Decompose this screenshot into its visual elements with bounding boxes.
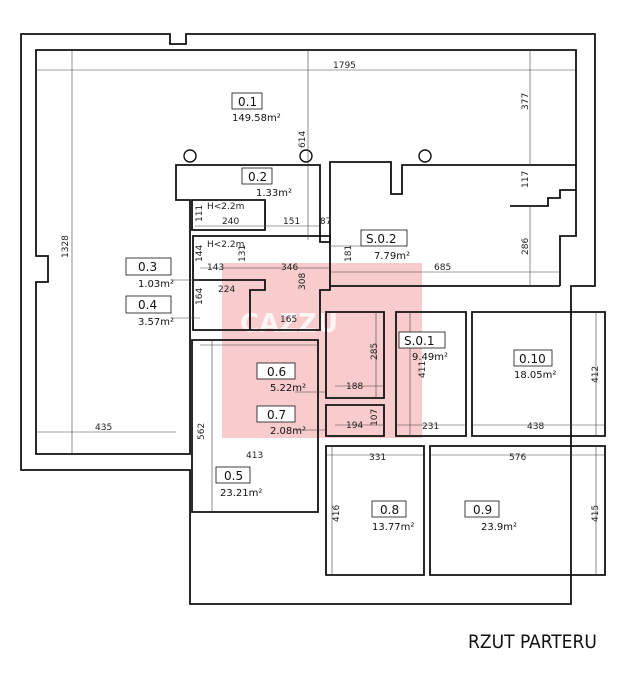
height-note: H<2.2m bbox=[207, 240, 244, 250]
dim-117: 117 bbox=[521, 171, 531, 188]
dim-111: 111 bbox=[195, 205, 205, 222]
svg-text:0.8: 0.8 bbox=[380, 503, 399, 517]
dim-416: 416 bbox=[332, 505, 342, 522]
column-icon bbox=[418, 149, 432, 163]
svg-text:149.58m²: 149.58m² bbox=[232, 113, 281, 124]
svg-text:0.6: 0.6 bbox=[267, 365, 286, 379]
svg-text:0.10: 0.10 bbox=[519, 352, 546, 366]
svg-text:0.4: 0.4 bbox=[138, 298, 157, 312]
room-label-01: 0.1 149.58m² bbox=[231, 92, 281, 124]
dim-435: 435 bbox=[95, 423, 112, 433]
room-label-09: 0.9 23.9m² bbox=[464, 500, 517, 533]
dim-107: 107 bbox=[370, 409, 380, 426]
room-label-07: 0.7 2.08m² bbox=[256, 405, 306, 437]
dim-194: 194 bbox=[346, 421, 363, 431]
dim-87: 87 bbox=[320, 217, 331, 227]
room-label-s02: S.0.2 7.79m² bbox=[360, 229, 410, 262]
room-09-walls bbox=[429, 445, 606, 576]
svg-text:1.33m²: 1.33m² bbox=[256, 188, 292, 199]
room-06-walls bbox=[325, 311, 385, 399]
dim-346: 346 bbox=[281, 263, 298, 273]
room-08-walls bbox=[325, 445, 425, 576]
dim-1795: 1795 bbox=[333, 61, 356, 71]
room-label-06: 0.6 5.22m² bbox=[256, 362, 306, 394]
dim-685: 685 bbox=[434, 263, 451, 273]
dim-331: 331 bbox=[369, 453, 386, 463]
room-05-walls bbox=[191, 339, 319, 513]
outer-wall bbox=[20, 33, 596, 605]
column-icon bbox=[183, 149, 197, 163]
dim-285: 285 bbox=[370, 343, 380, 360]
dim-412: 412 bbox=[591, 366, 601, 383]
room-label-02: 0.2 1.33m² bbox=[241, 167, 292, 199]
room-02-walls bbox=[191, 199, 266, 231]
dim-131: 131 bbox=[238, 245, 248, 262]
dim-151: 151 bbox=[283, 217, 300, 227]
svg-text:0.9: 0.9 bbox=[473, 503, 492, 517]
dim-165: 165 bbox=[280, 315, 297, 325]
svg-text:S.0.2: S.0.2 bbox=[366, 232, 397, 246]
room-label-08: 0.8 13.77m² bbox=[371, 500, 414, 533]
dim-231: 231 bbox=[422, 422, 439, 432]
room-label-03: 0.3 1.03m² bbox=[125, 257, 174, 290]
dim-224: 224 bbox=[218, 285, 235, 295]
dim-576: 576 bbox=[509, 453, 526, 463]
dim-562: 562 bbox=[197, 423, 207, 440]
room-label-10: 0.10 18.05m² bbox=[513, 349, 556, 381]
room-label-05: 0.5 23.21m² bbox=[215, 466, 262, 499]
column-icon bbox=[299, 149, 313, 163]
room-s01-walls bbox=[395, 311, 467, 437]
svg-text:9.49m²: 9.49m² bbox=[412, 352, 448, 363]
dim-614: 614 bbox=[298, 131, 308, 148]
svg-text:23.9m²: 23.9m² bbox=[481, 522, 517, 533]
dim-411: 411 bbox=[418, 361, 428, 378]
svg-text:3.57m²: 3.57m² bbox=[138, 317, 174, 328]
dim-286: 286 bbox=[521, 238, 531, 255]
svg-text:0.1: 0.1 bbox=[238, 95, 257, 109]
svg-text:S.0.1: S.0.1 bbox=[404, 334, 435, 348]
dim-143: 143 bbox=[207, 263, 224, 273]
svg-text:7.79m²: 7.79m² bbox=[374, 251, 410, 262]
svg-text:0.5: 0.5 bbox=[224, 469, 243, 483]
svg-text:1.03m²: 1.03m² bbox=[138, 279, 174, 290]
dim-188: 188 bbox=[346, 382, 363, 392]
inner-wall bbox=[35, 49, 577, 455]
dim-308: 308 bbox=[298, 273, 308, 290]
dim-438: 438 bbox=[527, 422, 544, 432]
svg-text:0.2: 0.2 bbox=[248, 170, 267, 184]
dimension-lines bbox=[36, 50, 605, 575]
room-07-walls bbox=[325, 404, 385, 437]
dim-377: 377 bbox=[521, 93, 531, 110]
dim-181: 181 bbox=[344, 245, 354, 262]
room-label-s01: S.0.1 9.49m² bbox=[398, 331, 448, 363]
leader-lines bbox=[171, 245, 361, 431]
dim-415: 415 bbox=[591, 505, 601, 522]
svg-text:2.08m²: 2.08m² bbox=[270, 426, 306, 437]
watermark-text: CAZZU bbox=[240, 309, 338, 339]
svg-text:0.7: 0.7 bbox=[267, 408, 286, 422]
dim-164: 164 bbox=[195, 288, 205, 305]
svg-text:0.3: 0.3 bbox=[138, 260, 157, 274]
svg-text:13.77m²: 13.77m² bbox=[372, 522, 414, 533]
height-note: H<2.2m bbox=[207, 202, 244, 212]
dim-144: 144 bbox=[195, 245, 205, 262]
watermark-logo: CAZZU bbox=[222, 263, 422, 438]
room-10-walls bbox=[471, 311, 606, 437]
plan-title: RZUT PARTERU bbox=[468, 631, 597, 653]
room-label-04: 0.4 3.57m² bbox=[125, 295, 174, 328]
east-notch bbox=[510, 165, 577, 286]
svg-text:18.05m²: 18.05m² bbox=[514, 370, 556, 381]
svg-text:23.21m²: 23.21m² bbox=[220, 488, 262, 499]
dim-240: 240 bbox=[222, 217, 239, 227]
room-03-04-walls bbox=[192, 235, 331, 331]
dim-413: 413 bbox=[246, 451, 263, 461]
svg-text:5.22m²: 5.22m² bbox=[270, 383, 306, 394]
dim-1328: 1328 bbox=[61, 235, 71, 258]
